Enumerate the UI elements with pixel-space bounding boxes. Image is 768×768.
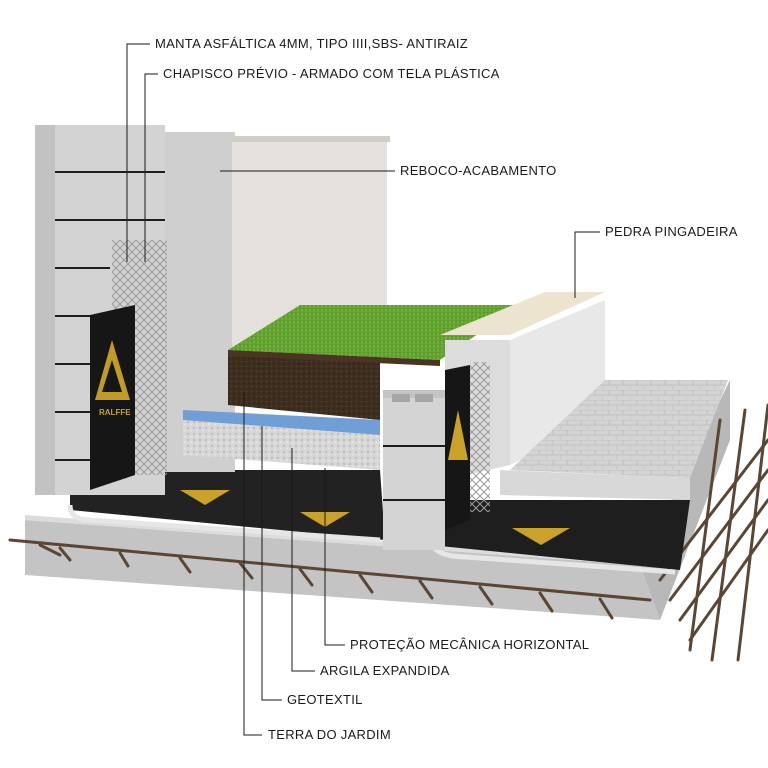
coping-stone bbox=[440, 292, 605, 335]
logo-text-left: RALFFE bbox=[99, 408, 131, 417]
block-wall-edge bbox=[35, 125, 55, 495]
label-reboco: REBOCO-ACABAMENTO bbox=[400, 163, 557, 178]
label-manta-asfaltica: MANTA ASFÁLTICA 4MM, TIPO IIII,SBS- ANTI… bbox=[155, 36, 468, 51]
leader-lines bbox=[126, 43, 600, 736]
block-wall-middle bbox=[383, 390, 445, 550]
geotextile-layer bbox=[183, 410, 380, 435]
label-argila-expandida: ARGILA EXPANDIDA bbox=[320, 663, 450, 678]
label-chapisco: CHAPISCO PRÉVIO - ARMADO COM TELA PLÁSTI… bbox=[163, 66, 500, 81]
floor-edge-left bbox=[67, 504, 381, 543]
paver-surface bbox=[510, 380, 728, 478]
ralffe-logo-middle bbox=[448, 410, 468, 460]
clay-layer bbox=[183, 420, 380, 470]
membrane-floor-right bbox=[430, 500, 690, 570]
label-pedra-pingadeira: PEDRA PINGADEIRA bbox=[605, 224, 738, 239]
paver-edge bbox=[500, 470, 690, 500]
ralffe-logo-floor-1 bbox=[180, 490, 230, 505]
plastic-mesh-middle bbox=[470, 362, 490, 512]
ralffe-logo-floor-3 bbox=[512, 528, 570, 545]
label-terra-do-jardim: TERRA DO JARDIM bbox=[268, 727, 391, 742]
label-geotextil: GEOTEXTIL bbox=[287, 692, 363, 707]
soil-layer bbox=[228, 350, 380, 420]
soil-top-edge bbox=[228, 350, 440, 366]
label-protecao-mecanica: PROTEÇÃO MECÂNICA HORIZONTAL bbox=[350, 637, 590, 652]
finish-plaster-top bbox=[232, 136, 390, 142]
rebar-stubs bbox=[58, 546, 614, 620]
